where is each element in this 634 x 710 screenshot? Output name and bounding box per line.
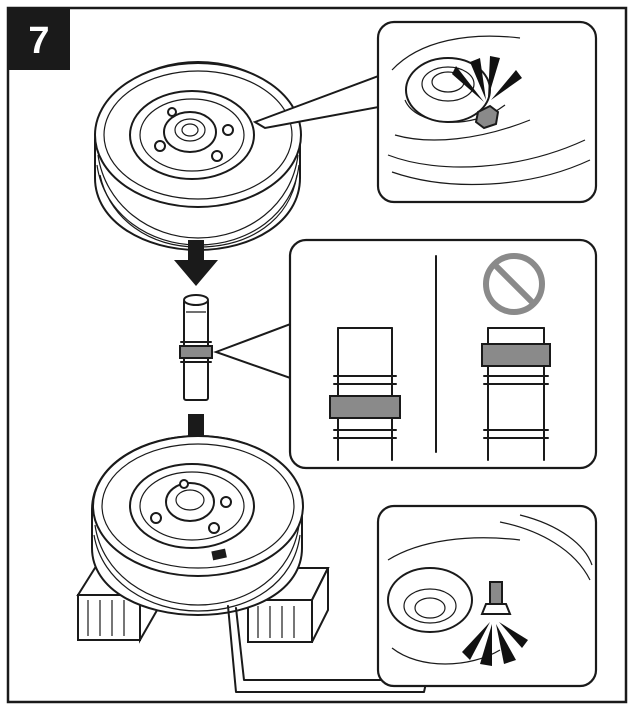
shaft-part (179, 294, 213, 401)
down-arrow-icon (174, 240, 218, 286)
lower-hub-nut-closeup-panel (376, 504, 598, 688)
prohibited-icon (483, 253, 545, 315)
shaft-callout-pointer (213, 320, 297, 382)
attention-marker-icon (452, 56, 522, 102)
shaft-ring-comparison-panel (288, 238, 598, 470)
step-number: 7 (28, 20, 49, 62)
correct-ring-position (329, 327, 401, 461)
hub-nut-closeup-panel (376, 20, 598, 204)
upper-wheel (94, 60, 302, 252)
attention-marker-icon (462, 622, 528, 666)
tire-sidewall-mark-icon (211, 548, 227, 561)
step-badge: 7 (8, 8, 70, 70)
diagram-frame (6, 6, 628, 704)
incorrect-ring-position (481, 327, 551, 461)
lower-wheel (91, 434, 304, 617)
